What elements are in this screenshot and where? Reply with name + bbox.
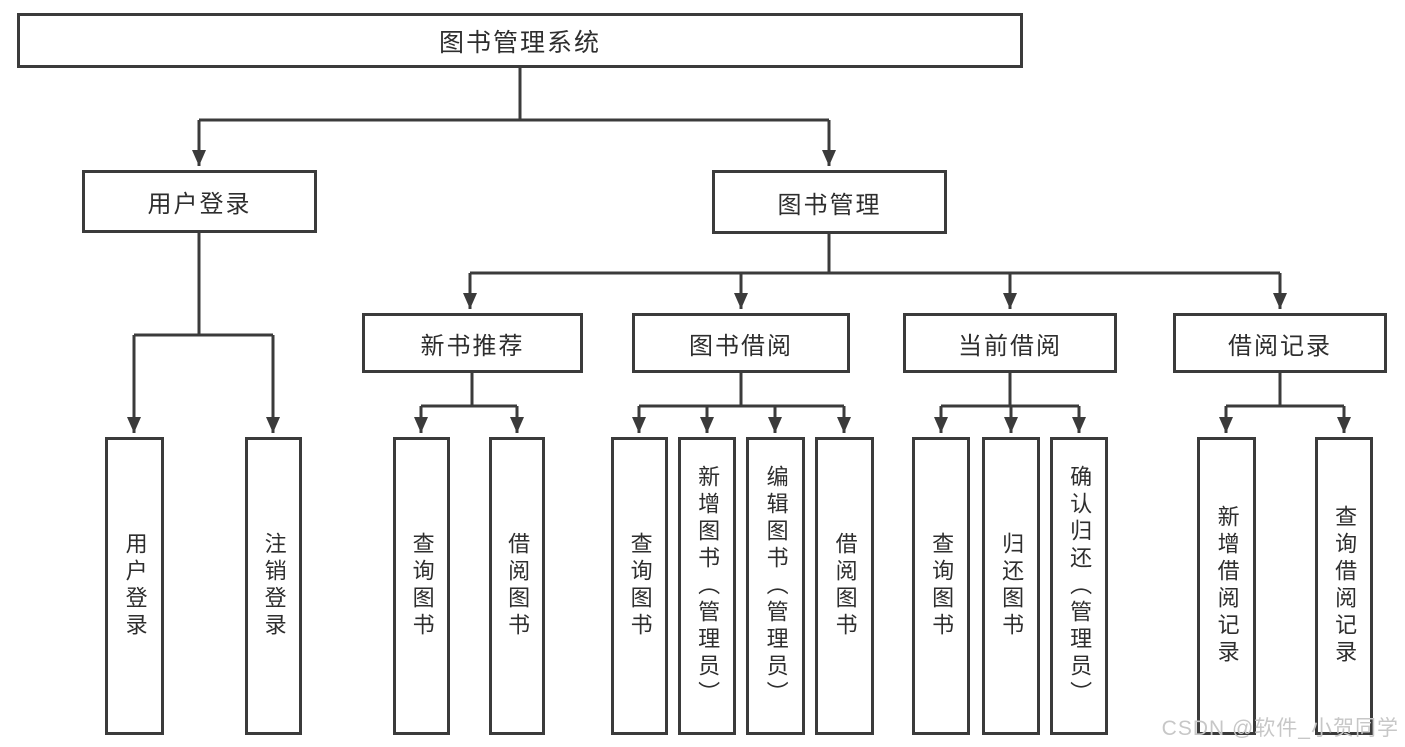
connector-current-borrow-children bbox=[934, 373, 1086, 433]
node-current-borrow: 当前借阅 bbox=[903, 313, 1117, 373]
node-leaf-user-login: 用户登录 bbox=[105, 437, 164, 735]
connector-book-borrow-children bbox=[632, 373, 851, 433]
node-leaf-add-borrow-record: 新增借阅记录 bbox=[1197, 437, 1256, 735]
node-leaf-query-borrow-record: 查询借阅记录 bbox=[1315, 437, 1373, 735]
node-leaf-logout: 注销登录 bbox=[245, 437, 302, 735]
node-leaf-return-book: 归还图书 bbox=[982, 437, 1040, 735]
connector-book-management-children bbox=[463, 234, 1287, 309]
connector-new-book-recommend-children bbox=[414, 373, 524, 433]
node-leaf-query-books-2: 查询图书 bbox=[611, 437, 668, 735]
node-leaf-borrow-books-2: 借阅图书 bbox=[815, 437, 874, 735]
connector-user-login-children bbox=[127, 233, 280, 433]
node-user-login: 用户登录 bbox=[82, 170, 317, 233]
node-leaf-query-books-1: 查询图书 bbox=[393, 437, 450, 735]
node-borrow-records: 借阅记录 bbox=[1173, 313, 1387, 373]
watermark: CSDN @软件_小贺同学 bbox=[1161, 717, 1399, 740]
node-leaf-add-book-admin: 新增图书（管理员） bbox=[678, 437, 736, 735]
node-new-book-recommend: 新书推荐 bbox=[362, 313, 583, 373]
node-library-management-system: 图书管理系统 bbox=[17, 13, 1023, 68]
node-leaf-edit-book-admin: 编辑图书（管理员） bbox=[746, 437, 805, 735]
node-leaf-query-books-3: 查询图书 bbox=[912, 437, 970, 735]
node-leaf-confirm-return-admin: 确认归还（管理员） bbox=[1050, 437, 1108, 735]
connector-root-to-level2 bbox=[192, 68, 836, 166]
connector-borrow-records-children bbox=[1219, 373, 1351, 433]
node-book-borrow: 图书借阅 bbox=[632, 313, 850, 373]
node-book-management: 图书管理 bbox=[712, 170, 947, 234]
node-leaf-borrow-books-1: 借阅图书 bbox=[489, 437, 545, 735]
